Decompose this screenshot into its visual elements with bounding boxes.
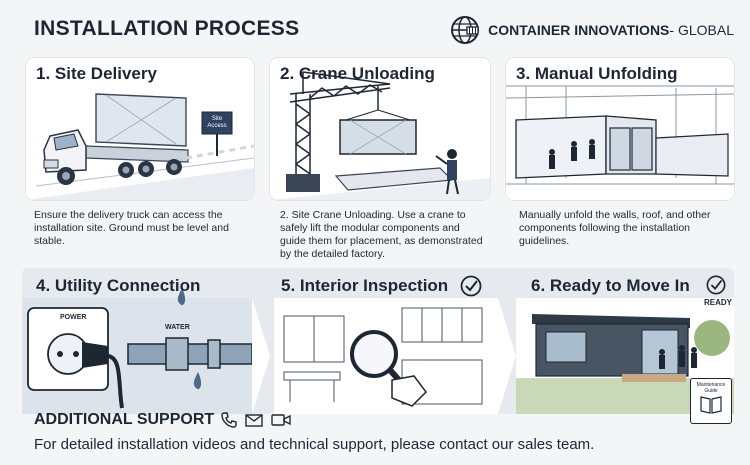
- step-manual-unfolding: 3. Manual Unfolding: [506, 58, 734, 200]
- header: INSTALLATION PROCESS CONTAINER INNOVATIO…: [0, 0, 750, 56]
- step-crane-unloading: 2. Crane Unloading: [270, 58, 490, 200]
- step-4-title: 4. Utility Connection: [36, 276, 201, 295]
- additional-support: ADDITIONAL SUPPORT: [34, 411, 292, 429]
- brand-name: CONTAINER INNOVATIONS: [488, 22, 670, 38]
- page-title: INSTALLATION PROCESS: [34, 17, 300, 40]
- step-5-title: 5. Interior Inspection: [281, 276, 449, 295]
- maintenance-guide: Maintenance Guide: [690, 378, 732, 424]
- lower-steps-band: [22, 268, 734, 414]
- video-icon[interactable]: [270, 411, 292, 429]
- step-1-description: Ensure the delivery truck can access the…: [34, 209, 229, 247]
- maintenance-guide-label: Maintenance Guide: [696, 382, 726, 394]
- book-icon: [700, 396, 722, 414]
- support-label: ADDITIONAL SUPPORT: [34, 411, 215, 428]
- step-2-description: 2. Site Crane Unloading. Use a crane to …: [280, 209, 483, 260]
- step-1-title: 1. Site Delivery: [36, 64, 157, 83]
- house-illustration: [516, 298, 734, 414]
- crane-illustration: [270, 58, 490, 200]
- step-3-title: 3. Manual Unfolding: [516, 64, 678, 83]
- brand-region: - GLOBAL: [669, 22, 734, 38]
- ready-label: READY: [704, 298, 733, 307]
- utility-illustration: [22, 288, 253, 414]
- power-label: POWER: [60, 314, 87, 321]
- step-site-delivery: 1. Site Delivery Site Access: [26, 58, 254, 200]
- unfolding-illustration: [506, 58, 734, 200]
- step-6-title: 6. Ready to Move In: [531, 276, 690, 295]
- step-3-description: Manually unfold the walls, roof, and oth…: [519, 209, 711, 247]
- site-access-sign: Site Access: [207, 116, 227, 129]
- globe-icon: [451, 16, 480, 44]
- phone-icon[interactable]: [220, 411, 238, 429]
- water-label: WATER: [165, 324, 190, 331]
- brand: CONTAINER INNOVATIONS - GLOBAL: [450, 15, 734, 45]
- truck-illustration: [26, 58, 254, 200]
- email-icon[interactable]: [244, 411, 264, 429]
- check-icon: [460, 275, 482, 297]
- inspection-illustration: [274, 298, 498, 414]
- ready-check-icon: [706, 275, 726, 295]
- support-text: For detailed installation videos and tec…: [34, 436, 595, 453]
- step-2-title: 2. Crane Unloading: [280, 64, 435, 83]
